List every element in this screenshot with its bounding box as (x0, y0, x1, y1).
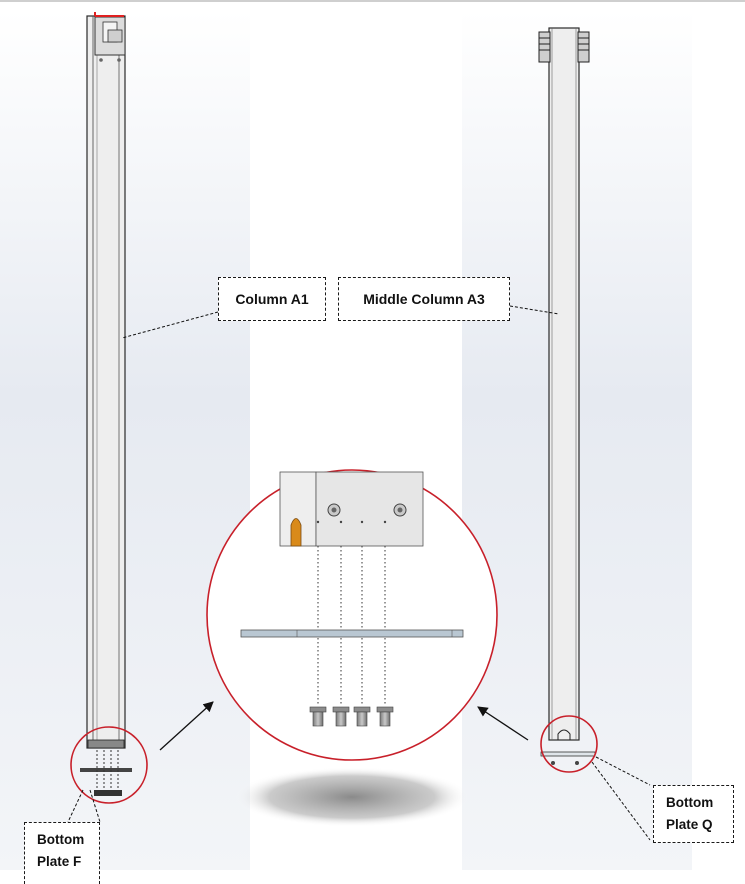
detail-slot-icon (290, 518, 302, 547)
label-bottom-plate-q: Bottom Plate Q (653, 785, 734, 843)
column-a1-bottom-magnifier-ring (70, 726, 148, 804)
middle-column-a3-bottom-slot (557, 729, 571, 740)
middle-column-a3-bottom-magnifier-ring (540, 715, 598, 773)
detail-bolts (309, 706, 394, 727)
arrow-from-column-a1 (159, 701, 214, 751)
label-bottom-plate-f-line-1: Bottom (37, 832, 85, 847)
middle-column-a3 (538, 27, 596, 765)
detail-column-bottom (279, 471, 424, 547)
bolt-icon (353, 706, 371, 727)
label-column-a1: Column A1 (218, 277, 326, 321)
detail-dashed-guides (317, 546, 386, 706)
top-marker-icon (94, 12, 124, 17)
middle-column-a3-top-brackets (538, 31, 590, 63)
label-bottom-plate-q-line-1: Bottom (666, 795, 714, 810)
label-bottom-plate-f-line-2: Plate F (37, 854, 82, 869)
arrow-from-middle-column-a3 (477, 706, 529, 741)
callout-leader-lines (67, 305, 651, 841)
label-bottom-plate-f: Bottom Plate F (24, 822, 100, 884)
label-middle-column-a3: Middle Column A3 (338, 277, 510, 321)
column-a1-top-bracket (94, 12, 126, 62)
label-bottom-plate-q-line-2: Plate Q (666, 817, 713, 832)
bottom-plate-q-shape (540, 751, 596, 757)
column-a1-bottom-hardware (80, 739, 132, 796)
detail-bottom-plate (240, 629, 464, 638)
detail-magnifier-circle (206, 469, 498, 761)
bolt-icon (309, 706, 327, 727)
column-a1 (80, 12, 132, 796)
detail-drop-shadow (234, 767, 470, 827)
bolt-icon (376, 706, 394, 727)
bolt-icon (332, 706, 350, 727)
